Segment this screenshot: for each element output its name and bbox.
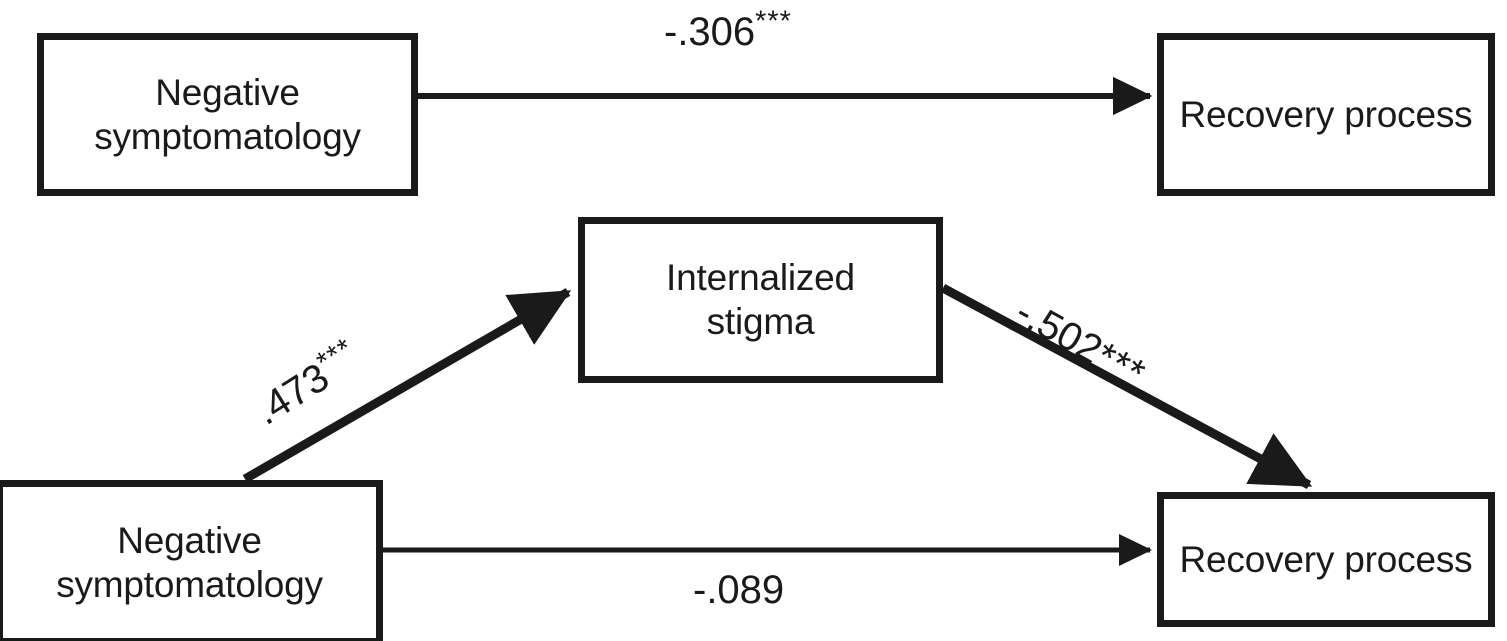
node-negative-symptomatology-top: Negative symptomatology	[37, 33, 418, 196]
node-label: Recovery process	[1179, 538, 1473, 580]
node-label: Negative symptomatology	[56, 519, 323, 605]
node-label: Negative symptomatology	[94, 71, 361, 157]
path-significance-stars: ***	[755, 5, 792, 38]
node-label: Internalized stigma	[666, 257, 855, 342]
arrow-b-path	[940, 284, 1313, 489]
node-negative-symptomatology-bottom: Negative symptomatology	[0, 480, 383, 641]
node-recovery-process-bottom: Recovery process	[1157, 492, 1495, 627]
node-recovery-process-top: Recovery process	[1157, 33, 1495, 196]
arrow-a-path	[242, 288, 572, 483]
node-internalized-stigma: Internalized stigma	[578, 217, 943, 383]
path-coefficient-value: -.089	[693, 568, 785, 612]
path-coefficient-value: -.306	[664, 10, 756, 54]
path-label-c: -.306***	[664, 7, 792, 54]
node-label: Recovery process	[1179, 93, 1473, 135]
path-label-c-prime: -.089	[693, 570, 784, 610]
